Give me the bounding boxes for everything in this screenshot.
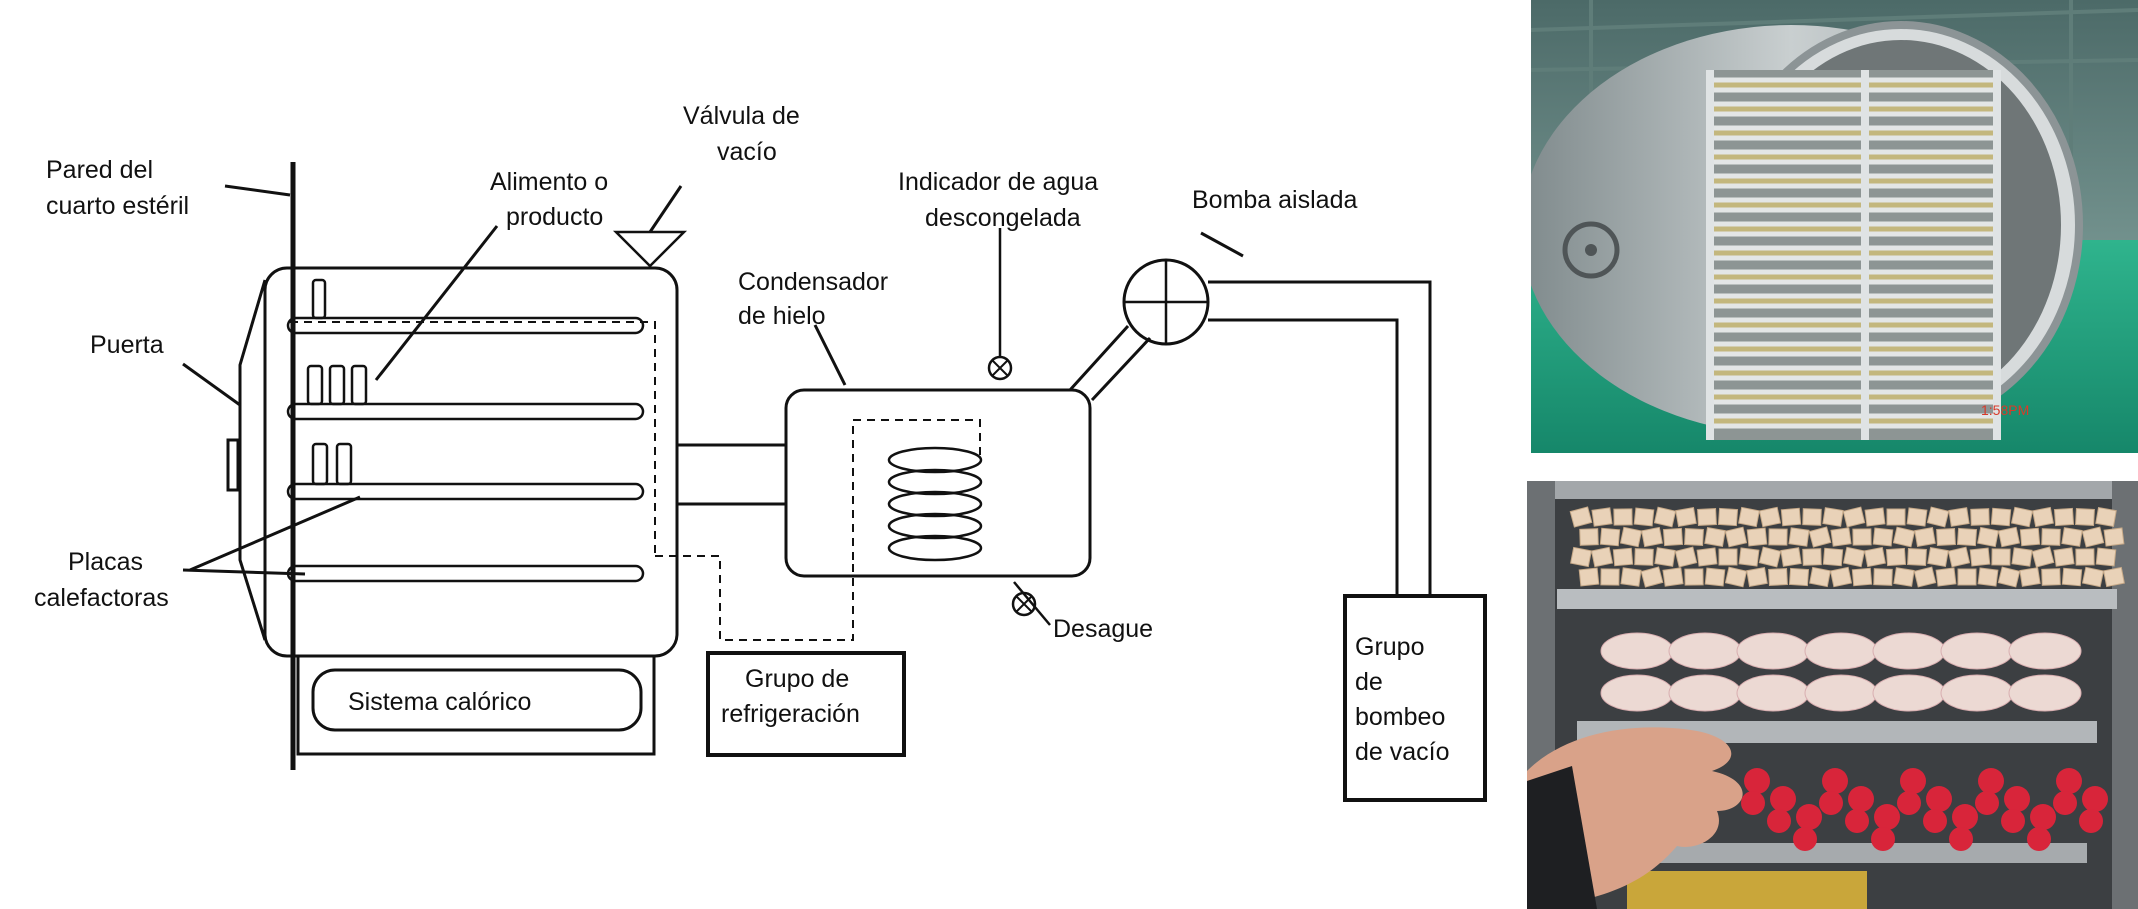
product-vials bbox=[306, 278, 368, 486]
defrost-indicator bbox=[987, 355, 1013, 381]
vacuum-valve-label-2: vacío bbox=[717, 138, 777, 166]
ice-condenser-label-2: de hielo bbox=[738, 302, 826, 330]
drain-label: Desague bbox=[1053, 615, 1153, 643]
refrigeration-group-label-2: refrigeración bbox=[721, 700, 860, 728]
sterile-wall-label-2: cuarto estéril bbox=[46, 192, 189, 220]
heating-plate-1 bbox=[286, 316, 645, 335]
vacuum-valve bbox=[612, 230, 688, 268]
freeze-dryer-chamber-photo: 1:58PM bbox=[1531, 0, 2138, 453]
sterile-wall-label: Pared del bbox=[46, 156, 153, 184]
isolated-pump-label: Bomba aislada bbox=[1192, 186, 1357, 214]
photo-timestamp: 1:58PM bbox=[1981, 402, 2029, 418]
food-product-label-2: producto bbox=[506, 203, 603, 231]
ice-condenser-label: Condensador bbox=[738, 268, 888, 296]
freeze-dried-trays-photo bbox=[1527, 481, 2138, 909]
ice-condenser bbox=[784, 388, 1092, 578]
refrigeration-line-dashed bbox=[655, 555, 854, 641]
defrost-indicator-label-2: descongelada bbox=[925, 204, 1081, 232]
heating-plate-4 bbox=[286, 564, 645, 583]
refrigeration-group-box bbox=[706, 651, 906, 757]
freeze-dryer-diagram: Pared del cuarto estéril Puerta Placas c… bbox=[34, 102, 1487, 802]
heating-plates-label-2: calefactoras bbox=[34, 584, 169, 612]
refrigeration-group-label: Grupo de bbox=[745, 665, 849, 693]
vacuum-group-label-4: de vacío bbox=[1355, 738, 1450, 766]
chamber-door bbox=[238, 279, 267, 641]
door-handle bbox=[226, 438, 240, 492]
tray-1 bbox=[1557, 589, 2117, 609]
heating-system-label: Sistema calórico bbox=[348, 688, 531, 716]
vacuum-group-label: Grupo bbox=[1355, 633, 1424, 661]
tray-4 bbox=[1627, 871, 1867, 909]
condenser-inner-dashed bbox=[852, 419, 981, 560]
condenser-coil bbox=[887, 446, 983, 562]
shelf-frame-dashed bbox=[290, 321, 656, 556]
heating-plate-3 bbox=[286, 482, 645, 501]
food-product-label: Alimento o bbox=[490, 168, 608, 196]
door-label: Puerta bbox=[90, 331, 164, 359]
defrost-indicator-label: Indicador de agua bbox=[898, 168, 1098, 196]
heating-system-base bbox=[296, 654, 656, 756]
heating-system-box bbox=[311, 668, 643, 732]
vacuum-group-label-2: de bbox=[1355, 668, 1383, 696]
vacuum-group-label-3: bombeo bbox=[1355, 703, 1445, 731]
heating-plates-label: Placas bbox=[68, 548, 143, 576]
tray-rack bbox=[1706, 70, 2001, 440]
heating-plate-2 bbox=[286, 402, 645, 421]
vacuum-pump-group-box bbox=[1343, 594, 1487, 802]
vacuum-valve-label: Válvula de bbox=[683, 102, 800, 130]
door-wheel-icon bbox=[1562, 221, 1620, 279]
